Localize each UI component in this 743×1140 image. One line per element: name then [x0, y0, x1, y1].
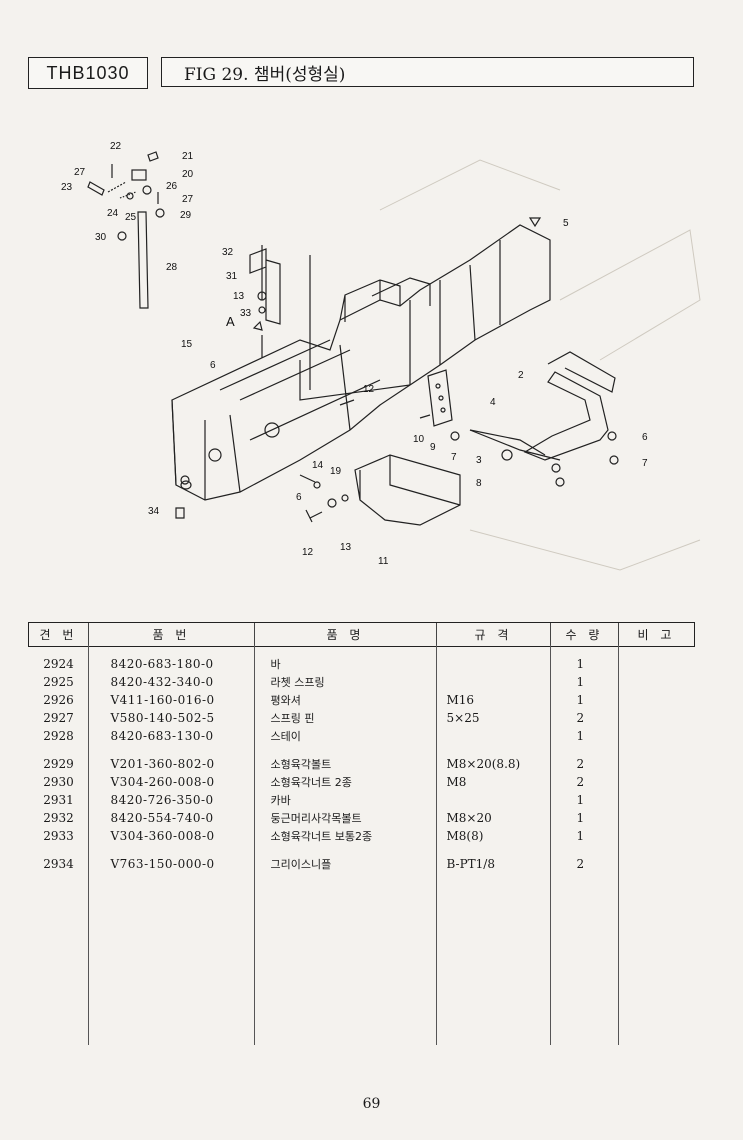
- callout-label: 12: [302, 547, 314, 558]
- part-23-pin: [87, 181, 105, 196]
- callout-label: 13: [233, 291, 245, 302]
- column-divider: [254, 645, 255, 1045]
- callout-label: 15: [181, 339, 193, 350]
- callout-label: A: [226, 314, 235, 329]
- part-2-support-frame: [469, 351, 616, 461]
- header-spec: 규 격: [436, 622, 551, 647]
- column-divider: [436, 645, 437, 1045]
- column-divider: [550, 645, 551, 1045]
- model-code: THB1030: [46, 62, 130, 83]
- figure-title-box: FIG 29. 챔버(성형실): [161, 57, 694, 87]
- callout-label: 6: [642, 432, 648, 443]
- column-divider: [618, 645, 619, 1045]
- callout-label: 11: [378, 556, 389, 567]
- header-part-no: 품 번: [88, 622, 255, 647]
- page-number: 69: [362, 1096, 381, 1112]
- callout-label: 10: [413, 434, 425, 445]
- diagram-drawing: [87, 151, 619, 526]
- callout-label: 24: [107, 208, 119, 219]
- callout-label: 14: [312, 460, 324, 471]
- callout-label: 32: [222, 247, 234, 258]
- part-26-washer: [142, 185, 152, 195]
- part-28-stay: [137, 211, 149, 309]
- callout-label: 27: [182, 194, 194, 205]
- part-11-cover: [354, 454, 461, 526]
- callout-label: 7: [642, 458, 648, 469]
- part-31-bracket: [249, 248, 281, 325]
- callout-label: 6: [296, 492, 302, 503]
- callout-label: 28: [166, 262, 178, 273]
- part-21-bolt: [147, 151, 159, 162]
- callout-label: 34: [148, 506, 160, 517]
- callout-label: 19: [330, 466, 342, 477]
- callout-label: 26: [166, 181, 178, 192]
- callout-label: 9: [430, 442, 436, 453]
- header-qty: 수 량: [550, 622, 619, 647]
- figure-title: FIG 29. 챔버(성형실): [184, 64, 346, 85]
- callout-label: 3: [476, 455, 482, 466]
- header-remarks: 비 고: [618, 622, 695, 647]
- callout-label: 27: [74, 167, 86, 178]
- callout-label: 21: [182, 151, 194, 162]
- callout-label: 33: [240, 308, 252, 319]
- callout-label: 20: [182, 169, 194, 180]
- model-code-box: THB1030: [28, 57, 148, 89]
- callout-label: 22: [110, 141, 122, 152]
- callout-label: 30: [95, 232, 107, 243]
- callout-label: 13: [340, 542, 352, 553]
- callout-label: 25: [125, 212, 137, 223]
- callout-label: 7: [451, 452, 457, 463]
- callout-label: 23: [61, 182, 73, 193]
- callout-label: 5: [563, 218, 569, 229]
- callout-label: 4: [490, 397, 496, 408]
- callout-label: 31: [226, 271, 238, 282]
- header-item-no: 견 번: [28, 622, 89, 647]
- part-9-plate: [427, 369, 453, 427]
- callout-label: 12: [363, 384, 375, 395]
- callout-label: 29: [180, 210, 192, 221]
- table-header-row: 견 번 품 번 품 명 규 격 수 량 비 고: [28, 622, 695, 647]
- callout-label: 6: [210, 360, 216, 371]
- part-20-bracket: [131, 169, 147, 181]
- exploded-parts-diagram: 22 21 20 27 26 23 27 24 25 29 30 28 32 3…: [61, 141, 701, 571]
- column-divider: [88, 645, 89, 1045]
- callout-label: 2: [518, 370, 524, 381]
- chamber-frame: [171, 224, 551, 501]
- header-part-name: 품 명: [254, 622, 437, 647]
- callout-label: 8: [476, 478, 482, 489]
- callout-labels: 22 21 20 27 26 23 27 24 25 29 30 28 32 3…: [61, 141, 648, 567]
